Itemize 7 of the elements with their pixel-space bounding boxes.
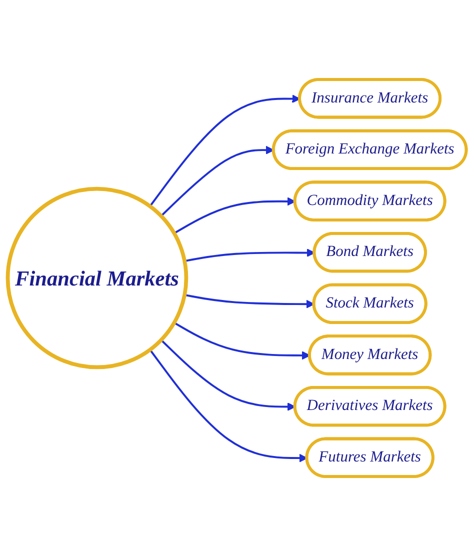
node-circle: Financial Markets bbox=[6, 186, 188, 370]
arrow bbox=[174, 197, 296, 234]
arrow bbox=[174, 322, 310, 360]
arrow bbox=[160, 339, 296, 411]
arrow bbox=[160, 146, 274, 217]
arrow bbox=[184, 248, 316, 262]
arrow bbox=[149, 94, 300, 207]
